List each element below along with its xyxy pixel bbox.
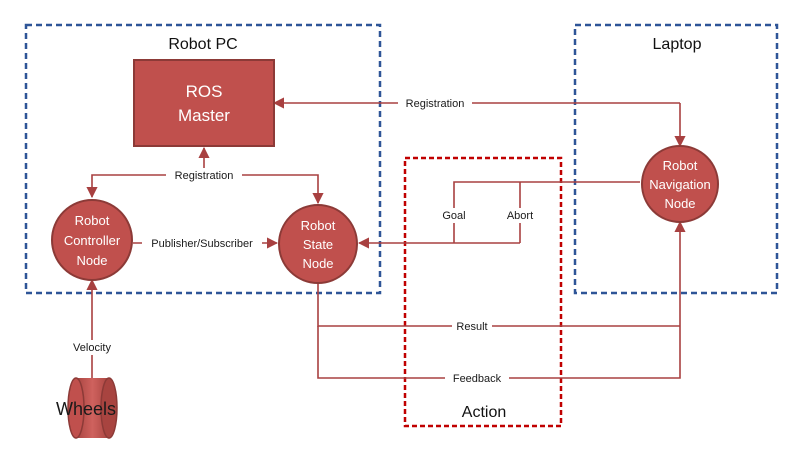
robot-navigation-label-line-2: Navigation <box>649 177 710 192</box>
velocity-label: Velocity <box>73 342 111 354</box>
robot-state-label-line-2: State <box>303 237 333 252</box>
action-title: Action <box>462 404 506 421</box>
robot-pc-title: Robot PC <box>168 36 237 53</box>
ros-master-label-line-1: ROS <box>186 82 223 101</box>
registration-laptop-label: Registration <box>406 98 465 110</box>
robot-navigation-label-line-1: Robot <box>663 158 698 173</box>
robot-navigation-node <box>641 145 719 223</box>
result-label: Result <box>456 321 487 333</box>
robot-controller-label-line-3: Node <box>76 253 107 268</box>
robot-controller-label-line-1: Robot <box>75 213 110 228</box>
robot-controller-node <box>51 199 133 281</box>
laptop-box <box>573 23 779 295</box>
ros-master-node <box>133 59 275 147</box>
laptop-title: Laptop <box>653 36 702 53</box>
robot-navigation-label-line-3: Node <box>664 196 695 211</box>
robot-state-node <box>278 204 358 284</box>
robot-state-label-line-1: Robot <box>301 218 336 233</box>
feedback-label: Feedback <box>453 373 502 385</box>
wheels-label: Wheels <box>56 399 116 419</box>
result-line <box>317 283 680 327</box>
wheels-cylinder <box>67 377 118 439</box>
goal-label: Goal <box>442 210 465 222</box>
robot-state-label-line-3: Node <box>302 256 333 271</box>
abort-label: Abort <box>507 210 533 222</box>
robot-controller-label-line-2: Controller <box>64 233 121 248</box>
publisher-subscriber-label: Publisher/Subscriber <box>151 238 253 250</box>
goal-line <box>453 181 640 243</box>
feedback-line <box>317 220 686 379</box>
robot-pc-box <box>24 23 382 295</box>
ros-master-label-line-2: Master <box>178 106 230 125</box>
registration-local-label: Registration <box>175 170 234 182</box>
action-box <box>403 156 563 428</box>
